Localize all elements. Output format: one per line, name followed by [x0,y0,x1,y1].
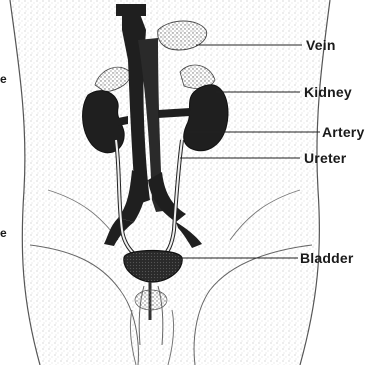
edge-letter-bottom: e [0,226,7,240]
edge-letter-top: e [0,72,7,86]
torso [10,0,330,365]
label-kidney: Kidney [304,84,352,100]
label-bladder: Bladder [300,250,354,266]
label-artery: Artery [322,124,364,140]
label-vein: Vein [306,37,336,53]
label-ureter: Ureter [304,150,346,166]
